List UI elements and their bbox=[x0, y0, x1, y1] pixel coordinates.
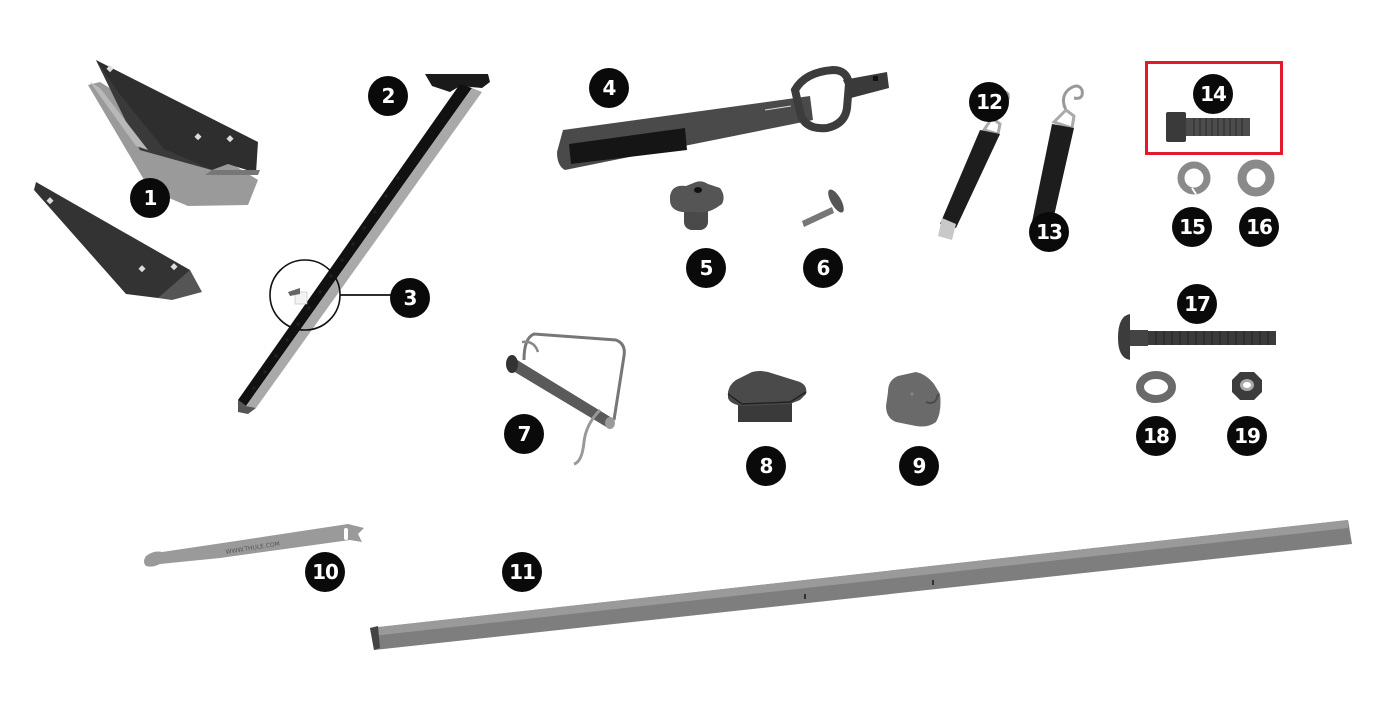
part-number-badge-13: 13 bbox=[1029, 212, 1069, 252]
lock-pin-illustration bbox=[506, 332, 626, 466]
star-knob-illustration bbox=[670, 181, 724, 230]
strap-with-hook-illustration bbox=[1032, 84, 1084, 222]
part-number-badge-18: 18 bbox=[1136, 416, 1176, 456]
part-number-badge-10: 10 bbox=[305, 552, 345, 592]
part-number-badge-7: 7 bbox=[504, 414, 544, 454]
short-carriage-bolt-illustration bbox=[802, 189, 844, 227]
selected-part-highlight-box bbox=[1145, 61, 1283, 155]
long-carriage-bolt-illustration bbox=[1118, 314, 1276, 360]
rubber-end-cap-illustration bbox=[886, 372, 941, 427]
part-number-badge-4: 4 bbox=[589, 68, 629, 108]
part-number-badge-19: 19 bbox=[1227, 416, 1267, 456]
velcro-strap-illustration: WWW.THULE.COM bbox=[144, 524, 364, 567]
vertical-rail-illustration bbox=[238, 74, 490, 414]
part-number-badge-17: 17 bbox=[1177, 284, 1217, 324]
part-number-badge-1: 1 bbox=[130, 178, 170, 218]
part-number-badge-12: 12 bbox=[969, 82, 1009, 122]
clamp-handle-illustration bbox=[557, 65, 889, 170]
part-number-badge-3: 3 bbox=[390, 278, 430, 318]
hex-bolt-illustration bbox=[1166, 112, 1250, 142]
flat-washer-illustration bbox=[1237, 159, 1275, 197]
part-number-badge-5: 5 bbox=[686, 248, 726, 288]
part-number-badge-15: 15 bbox=[1172, 207, 1212, 247]
part-number-badge-9: 9 bbox=[899, 446, 939, 486]
part-number-badge-14: 14 bbox=[1193, 74, 1233, 114]
part-number-badge-11: 11 bbox=[502, 552, 542, 592]
part-number-badge-2: 2 bbox=[368, 76, 408, 116]
part-number-badge-8: 8 bbox=[746, 446, 786, 486]
spring-washer-illustration bbox=[1177, 161, 1211, 195]
long-profile-bar-illustration bbox=[370, 520, 1352, 650]
part-number-badge-16: 16 bbox=[1239, 207, 1279, 247]
hex-nut-illustration bbox=[1232, 372, 1262, 400]
detail-callout-circle bbox=[269, 259, 396, 331]
square-end-cap-illustration bbox=[727, 371, 807, 422]
flat-washer-2-illustration bbox=[1136, 371, 1176, 403]
bracket-plates-illustration bbox=[34, 60, 260, 300]
part-number-badge-6: 6 bbox=[803, 248, 843, 288]
